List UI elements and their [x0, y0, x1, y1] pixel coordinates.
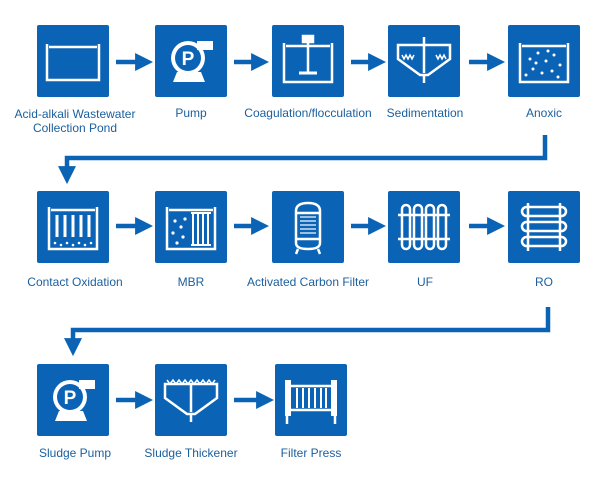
reverse-osmosis-membrane-icon [508, 191, 580, 263]
svg-text:P: P [64, 388, 77, 409]
mixer-tank-icon [272, 25, 344, 97]
step-label-contact-oxidation: Contact Oxidation [27, 275, 123, 289]
ultrafiltration-membrane-icon [388, 191, 460, 263]
arrow-10-11 [64, 307, 551, 357]
tank-icon [37, 25, 109, 97]
contact-oxidation-tank-icon [37, 191, 109, 263]
carbon-filter-vessel-icon [272, 191, 344, 263]
step-label-sedimentation: Sedimentation [386, 106, 464, 120]
arrow-5-6 [58, 135, 548, 185]
step-label-sludge-thickener: Sludge Thickener [144, 446, 238, 460]
membrane-bioreactor-icon [155, 191, 227, 263]
svg-text:P: P [182, 49, 195, 70]
pump-icon: P [37, 364, 109, 436]
step-label-uf: UF [417, 275, 433, 289]
step-label-collection-pond: Acid-alkali Wastewater Collection Pond [14, 107, 136, 135]
step-label-ro: RO [535, 275, 553, 289]
filter-press-icon [275, 364, 347, 436]
step-label-mbr: MBR [177, 275, 205, 289]
settling-tank-icon [388, 25, 460, 97]
step-label-sludge-pump: Sludge Pump [38, 446, 112, 460]
thickener-tank-icon [155, 364, 227, 436]
anoxic-tank-icon [508, 25, 580, 97]
step-label-pump: Pump [175, 106, 207, 120]
step-label-anoxic: Anoxic [525, 106, 563, 120]
pump-icon: P [155, 25, 227, 97]
step-label-carbon-filter: Activated Carbon Filter [246, 275, 370, 289]
step-label-filter-press: Filter Press [280, 446, 342, 460]
step-label-coagulation: Coagulation/flocculation [244, 106, 372, 120]
